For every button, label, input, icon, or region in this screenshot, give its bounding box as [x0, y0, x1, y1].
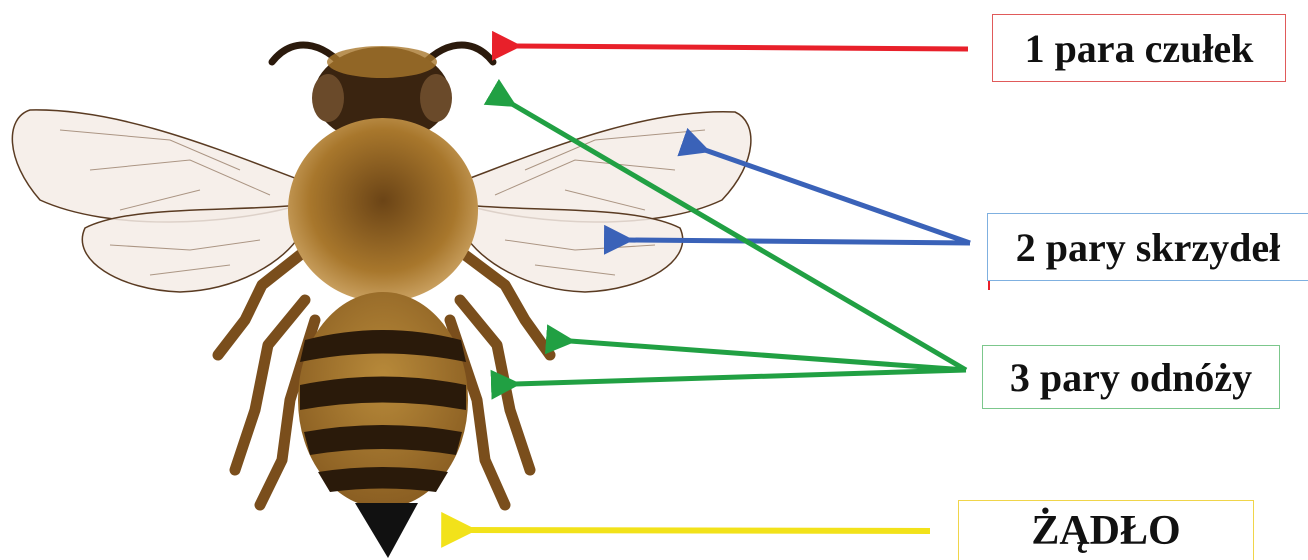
- legs-label-text: 3 pary odnóży: [1010, 354, 1252, 401]
- sting-label-text: ŻĄDŁO: [1031, 507, 1180, 555]
- thorax: [288, 118, 478, 302]
- sting-triangle: [355, 503, 418, 558]
- wings-label: 2 pary skrzydeł: [987, 213, 1308, 281]
- antennae-arrow: [516, 46, 968, 49]
- right-eye: [420, 74, 452, 122]
- right-forewing: [465, 112, 751, 222]
- antennae-label: 1 para czułek: [992, 14, 1286, 82]
- wings-label-text: 2 pary skrzydeł: [1016, 224, 1280, 271]
- sting-arrow: [470, 530, 930, 531]
- sting-label: ŻĄDŁO: [958, 500, 1254, 560]
- abdomen: [298, 292, 468, 508]
- left-forewing: [12, 110, 300, 222]
- left-eye: [312, 74, 344, 122]
- head-fuzz: [327, 46, 437, 78]
- honeybee-illustration: [12, 45, 751, 558]
- legs-label: 3 pary odnóży: [982, 345, 1280, 409]
- antennae-label-text: 1 para czułek: [1025, 25, 1254, 72]
